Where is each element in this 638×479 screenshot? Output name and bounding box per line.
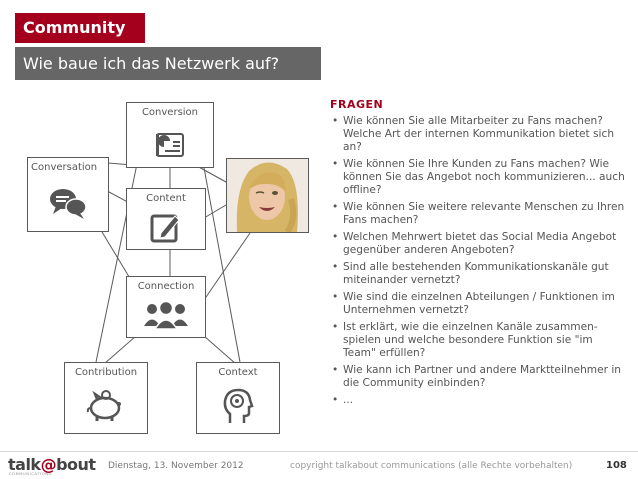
node-context: Context xyxy=(196,362,280,434)
question-item: ... xyxy=(330,394,626,407)
node-conversion-label: Conversion xyxy=(141,107,199,118)
node-contribution: Contribution xyxy=(64,362,148,434)
question-item: Wie können Sie alle Mitarbeiter zu Fans … xyxy=(330,115,626,154)
footer-copyright: copyright talkabout communications (alle… xyxy=(290,461,573,471)
footer-divider xyxy=(0,451,638,452)
node-contribution-label: Contribution xyxy=(74,367,138,378)
logo-text-talk: talk xyxy=(8,455,41,474)
slide-subtitle: Wie baue ich das Netzwerk auf? xyxy=(15,47,321,80)
logo-subtitle: COMMUNICATIONS xyxy=(9,472,52,476)
edit-pencil-icon xyxy=(150,214,180,243)
node-conversation: Conversation xyxy=(27,157,109,232)
node-conversion: Conversion xyxy=(126,102,214,168)
piggy-bank-icon xyxy=(86,390,121,421)
slide-title: Community xyxy=(15,13,145,43)
question-item: Ist erklärt, wie die einzelnen Kanäle zu… xyxy=(330,321,626,360)
question-item: Welchen Mehrwert bietet das Social Media… xyxy=(330,231,626,257)
woman-winking-photo xyxy=(226,158,309,233)
questions-panel: FRAGEN Wie können Sie alle Mitarbeiter z… xyxy=(330,98,626,411)
page-number: 108 xyxy=(606,460,627,471)
node-content: Content xyxy=(126,188,206,250)
question-item: Wie kann ich Partner und andere Markttei… xyxy=(330,364,626,390)
logo-text-bout: bout xyxy=(56,455,96,474)
node-context-label: Context xyxy=(218,367,258,378)
chat-bubbles-icon xyxy=(50,189,87,219)
footer-date: Dienstag, 13. November 2012 xyxy=(108,461,244,471)
head-profile-icon xyxy=(223,388,254,423)
node-connection-label: Connection xyxy=(137,281,195,292)
node-connection: Connection xyxy=(126,276,206,338)
node-conversation-label: Conversation xyxy=(31,162,98,173)
logo-at: @ xyxy=(40,455,57,474)
node-content-label: Content xyxy=(146,193,186,204)
presentation-icon xyxy=(156,133,184,157)
question-item: Wie sind die einzelnen Abteilungen / Fun… xyxy=(330,291,626,317)
question-item: Sind alle bestehenden Kommunikationskanä… xyxy=(330,261,626,287)
question-item: Wie können Sie weitere relevante Mensche… xyxy=(330,201,626,227)
question-item: Wie können Sie Ihre Kunden zu Fans mache… xyxy=(330,158,626,197)
people-group-icon xyxy=(144,300,188,330)
questions-list: Wie können Sie alle Mitarbeiter zu Fans … xyxy=(330,115,626,407)
talkabout-logo: talk@bout xyxy=(8,455,96,474)
questions-heading: FRAGEN xyxy=(330,98,384,111)
